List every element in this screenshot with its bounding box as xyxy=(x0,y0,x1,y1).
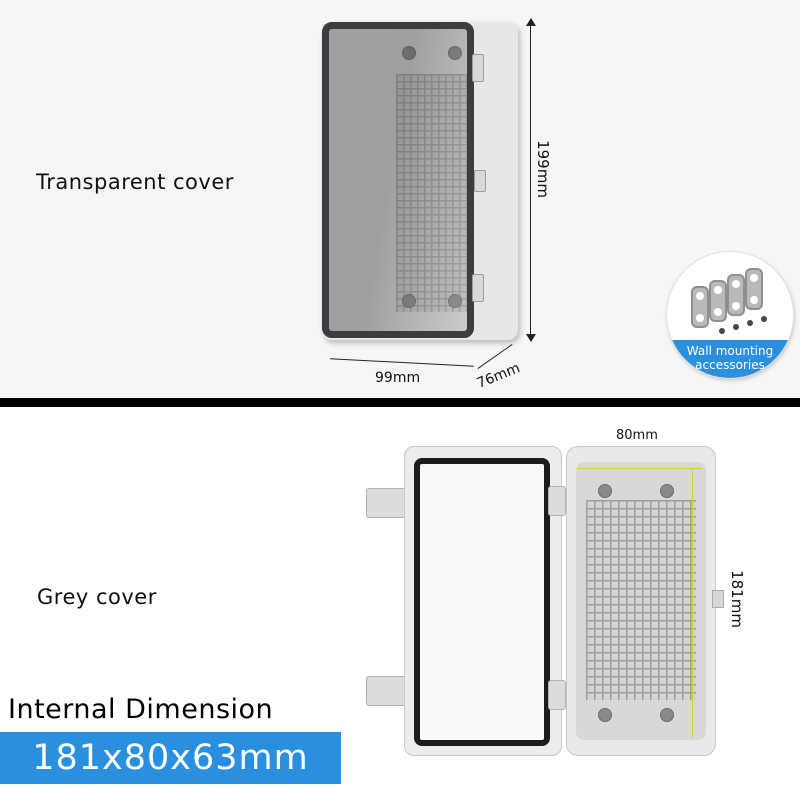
latch xyxy=(712,590,724,608)
hinge xyxy=(472,54,484,82)
corner-screw xyxy=(660,484,674,498)
accessories-line1: Wall mounting xyxy=(686,344,774,358)
mounting-bracket-icon xyxy=(745,268,763,310)
transparent-cover-label: Transparent cover xyxy=(36,170,234,194)
arrow-up-icon xyxy=(526,18,536,26)
height-dimension-label: 199mm xyxy=(533,140,552,198)
screw-icon xyxy=(733,324,739,330)
internal-dimension-title: Internal Dimension xyxy=(8,694,274,725)
corner-screw xyxy=(598,484,612,498)
accessories-line2: accessories xyxy=(695,358,765,372)
corner-screw xyxy=(598,708,612,722)
height-dimension-line xyxy=(530,22,531,338)
internal-dimension-badge xyxy=(0,732,341,784)
internal-height-label: 181mm xyxy=(727,570,746,628)
internal-width-label: 80mm xyxy=(616,428,658,443)
accessories-badge: Wall mounting accessories xyxy=(667,252,793,378)
latch xyxy=(474,170,486,192)
transparent-lid xyxy=(322,22,474,338)
width-dimension-label: 99mm xyxy=(375,370,421,386)
accessories-banner xyxy=(667,340,793,378)
internal-dimension-value: 181x80x63mm xyxy=(32,738,309,778)
corner-screw xyxy=(660,708,674,722)
hinge xyxy=(472,274,484,302)
mounting-bracket-icon xyxy=(709,280,727,322)
lid-gasket-window xyxy=(414,458,550,746)
mounting-bracket-icon xyxy=(691,286,709,328)
arrow-down-icon xyxy=(526,334,536,342)
screw-icon xyxy=(719,328,725,334)
section-divider xyxy=(0,398,800,407)
screw-icon xyxy=(761,316,767,322)
width-guide-line xyxy=(578,468,702,469)
height-guide-line xyxy=(692,468,693,738)
screw-icon xyxy=(747,320,753,326)
hinge-tab xyxy=(548,680,566,710)
grey-cover-label: Grey cover xyxy=(37,585,157,609)
hinge-tab xyxy=(548,486,566,516)
interior-mounting-grid xyxy=(586,500,696,700)
mounting-bracket-icon xyxy=(727,274,745,316)
